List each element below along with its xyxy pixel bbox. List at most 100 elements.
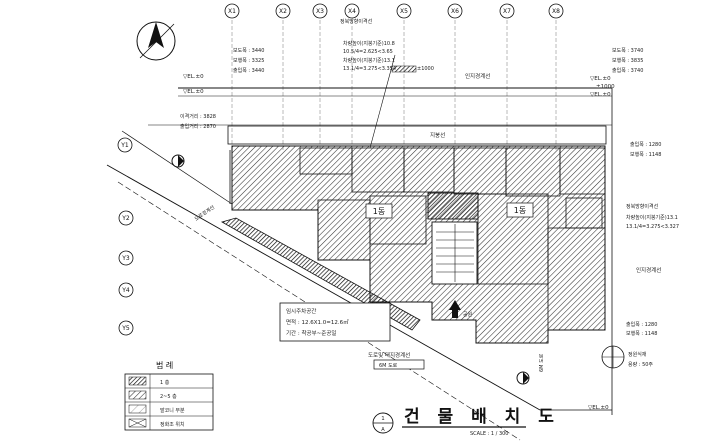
svg-text:차량높이(지붕기준)13.1: 차량높이(지붕기준)13.1 (626, 214, 678, 221)
unit-label-a: 1동 (365, 203, 393, 219)
road-label-diag: 도로경계선 (193, 203, 216, 222)
building-footprint: 1동 1동 (231, 145, 606, 344)
road-note: 도로및 대지경계선 6M 도로 (368, 351, 425, 370)
legend-label: 1 층 (160, 379, 170, 386)
svg-text:Y3: Y3 (121, 255, 130, 262)
svg-text:용량 : 50주: 용량 : 50주 (628, 361, 653, 368)
legend-title: 범 례 (156, 360, 173, 370)
grid-bubbles-top: X1 X2 X3 X4 X5 X6 X7 X8 (224, 3, 564, 19)
svg-text:면적 : 12.6X1.0=12.6㎡: 면적 : 12.6X1.0=12.6㎡ (286, 318, 349, 326)
svg-text:보행폭 : 3325: 보행폭 : 3325 (233, 57, 264, 64)
svg-text:보도폭 : 3440: 보도폭 : 3440 (233, 48, 264, 54)
svg-text:이격거리 : 3828: 이격거리 : 3828 (180, 113, 216, 120)
svg-text:▽EL.±0: ▽EL.±0 (590, 92, 611, 98)
legend-label: 발코니 부분 (160, 407, 185, 414)
grid-bubble-left: Y1 (117, 137, 133, 153)
note-right-mid: 출입폭 : 1280 보행폭 : 1148 (630, 141, 661, 158)
grid-bubble-left: Y3 (118, 250, 134, 266)
svg-text:±1000: ±1000 (596, 84, 615, 90)
svg-text:1동: 1동 (373, 207, 385, 216)
svg-text:출입폭 : 1280: 출입폭 : 1280 (626, 321, 657, 328)
tree-symbol-icon (601, 345, 625, 369)
svg-text:Y4: Y4 (121, 287, 130, 294)
svg-text:출입폭 : 3440: 출입폭 : 3440 (233, 67, 264, 74)
svg-text:보행폭 : 1148: 보행폭 : 1148 (626, 330, 657, 337)
sheet-number: 1 (381, 416, 385, 422)
svg-text:X1: X1 (228, 8, 236, 15)
boundary-label-right: 인지경계선 (636, 266, 661, 274)
note-right-lower: 정북방향이격선 차량높이(지붕기준)13.1 13.1/4=3.275<3.32… (626, 203, 679, 230)
svg-text:▽EL.±0: ▽EL.±0 (183, 74, 204, 80)
svg-text:보행폭 : 1148: 보행폭 : 1148 (630, 151, 661, 158)
grid-bubble-top: X7 (499, 3, 515, 19)
svg-text:13.1/4=3.275<3.327: 13.1/4=3.275<3.327 (626, 224, 679, 230)
svg-text:±1000: ±1000 (417, 66, 434, 72)
grid-bubble-top: X6 (447, 3, 463, 19)
note-top-right: 보도폭 : 3740 보행폭 : 3835 출입폭 : 3740 ▽EL.±0 … (590, 48, 643, 98)
legend: 범 례 1 층 2~5 층 발코니 부분 정화조 위치 (124, 360, 214, 431)
svg-text:▽EL.±0: ▽EL.±0 (183, 89, 204, 95)
grid-lines (231, 20, 557, 150)
grid-bubble-top: X2 (275, 3, 291, 19)
svg-text:X6: X6 (451, 8, 459, 15)
svg-text:X8: X8 (552, 8, 560, 15)
svg-text:차량높이(지붕기준)10.8: 차량높이(지붕기준)10.8 (343, 40, 395, 47)
svg-text:차량높이(지붕기준)13.1: 차량높이(지붕기준)13.1 (343, 57, 395, 64)
svg-text:Y5: Y5 (121, 325, 130, 332)
drawing-scale: SCALE : 1 / 300 (470, 431, 508, 437)
note-right-bottom: 출입폭 : 1280 보행폭 : 1148 정원식재 용량 : 50주 ▽EL.… (588, 321, 657, 411)
svg-text:Y1: Y1 (120, 142, 129, 149)
title-block: 1 A 건 물 배 치 도 SCALE : 1 / 300 (372, 407, 560, 437)
legend-swatch-balcony (128, 404, 147, 414)
svg-text:X4: X4 (348, 8, 356, 15)
temp-parking-note: 임시주차공간 면적 : 12.6X1.0=12.6㎡ 기간 : 착공부~준공일 (279, 302, 391, 342)
drawing-title: 건 물 배 치 도 (404, 407, 560, 427)
grid-bubble-left: Y5 (118, 320, 134, 336)
legend-label: 정화조 위치 (160, 421, 185, 428)
grid-bubble-left: Y4 (118, 282, 134, 298)
grid-bubble-top: X1 (224, 3, 240, 19)
svg-text:10.5/4=2.625<3.65: 10.5/4=2.625<3.65 (343, 49, 393, 55)
note-top-center: 정북방향이격선 차량높이(지붕기준)10.8 10.5/4=2.625<3.65… (340, 18, 434, 149)
legend-swatch-1f (128, 376, 147, 386)
svg-text:X7: X7 (503, 8, 511, 15)
svg-text:13.1/4=3.275<3.354: 13.1/4=3.275<3.354 (343, 66, 396, 72)
svg-text:1동: 1동 (514, 206, 526, 215)
entrance-label: 공원 (463, 311, 473, 318)
svg-text:6M 도로: 6M 도로 (379, 363, 398, 369)
svg-text:보행폭 : 3835: 보행폭 : 3835 (612, 57, 643, 64)
svg-text:기간 : 착공부~준공일: 기간 : 착공부~준공일 (286, 329, 336, 337)
svg-text:▽EL.±0: ▽EL.±0 (590, 76, 611, 82)
legend-label: 2~5 층 (160, 393, 177, 400)
roofline-label: 지붕선 (430, 131, 445, 139)
svg-text:Y2: Y2 (121, 215, 130, 222)
legend-swatch-septic (128, 418, 147, 428)
note-top-left: 보도폭 : 3440 보행폭 : 3325 출입폭 : 3440 ▽EL.±0 … (183, 48, 264, 95)
svg-text:X2: X2 (279, 8, 287, 15)
note-left-mid: 이격거리 : 3828 출입거리 : 2870 (180, 113, 216, 130)
svg-text:도로및 대지경계선: 도로및 대지경계선 (368, 351, 410, 359)
svg-text:▽EL.±0: ▽EL.±0 (588, 405, 609, 411)
svg-text:임시주차공간: 임시주차공간 (286, 307, 316, 315)
svg-text:X5: X5 (400, 8, 408, 15)
site-boundary (106, 87, 613, 415)
grid-bubble-left: Y2 (118, 210, 134, 226)
section-mark-icon-2 (516, 371, 530, 385)
unit-label-b: 1동 (506, 202, 534, 218)
svg-text:출입폭 : 1280: 출입폭 : 1280 (630, 141, 661, 148)
svg-text:출입폭 : 3740: 출입폭 : 3740 (612, 67, 643, 74)
boundary-label-top: 인지경계선 (465, 72, 490, 80)
svg-text:보도폭 : 3740: 보도폭 : 3740 (612, 48, 643, 54)
grid-bubble-top: X5 (396, 3, 412, 19)
entrance-arrow-icon (449, 300, 461, 318)
svg-text:정북방향이격선: 정북방향이격선 (626, 203, 659, 210)
svg-text:정원식재: 정원식재 (628, 351, 647, 358)
grid-bubble-top: X3 (312, 3, 328, 19)
svg-text:정북방향이격선: 정북방향이격선 (340, 18, 373, 25)
svg-text:X3: X3 (316, 8, 324, 15)
svg-text:출입거리 : 2870: 출입거리 : 2870 (180, 123, 216, 130)
north-arrow-icon (136, 21, 176, 61)
sheet-letter: A (381, 427, 385, 433)
